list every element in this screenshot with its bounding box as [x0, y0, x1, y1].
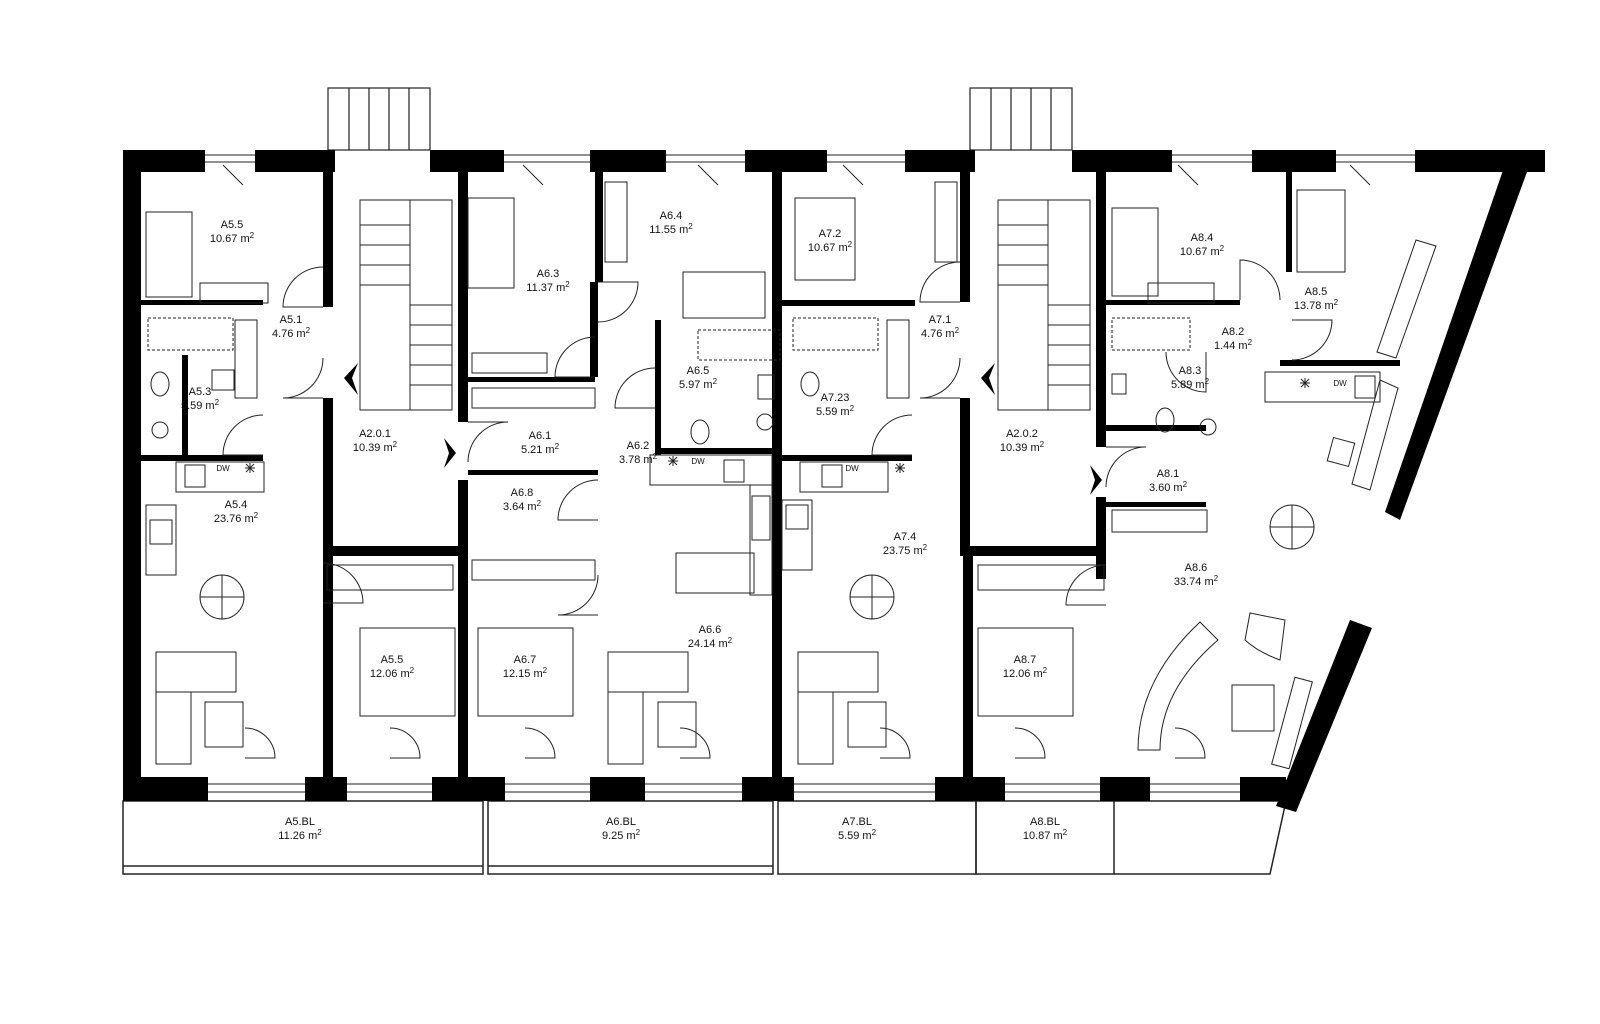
bathrooms [147, 317, 1217, 445]
room-area-label: 33.74 m2 [1174, 574, 1219, 588]
entry-arrows [344, 363, 1102, 495]
room-area-label: 3.64 m2 [503, 499, 542, 513]
room-code-label: A6.BL [606, 816, 636, 828]
room-code-label: A6.1 [529, 430, 552, 442]
room-code-label: A8.2 [1222, 326, 1245, 338]
room-area-label: 12.06 m2 [1003, 666, 1048, 680]
room-code-label: A8.BL [1030, 816, 1060, 828]
windows [205, 154, 1415, 793]
room-code-label: A5.5 [381, 654, 404, 666]
room-area-label: 23.75 m2 [883, 543, 928, 557]
room-area-label: 10.39 m2 [1000, 440, 1045, 454]
room-code-label: A6.4 [660, 210, 683, 222]
room-area-label: 3.78 m2 [619, 452, 658, 466]
room-code-label: A7.1 [929, 314, 952, 326]
dishwasher-label: DW [1333, 379, 1347, 388]
room-code-label: A8.4 [1191, 232, 1214, 244]
entry-arrow-icon [344, 363, 358, 395]
room-area-label: 12.15 m2 [503, 666, 548, 680]
room-code-label: A8.5 [1305, 286, 1328, 298]
room-area-label: 1.44 m2 [1214, 338, 1253, 352]
room-area-label: 5.59 m2 [838, 828, 877, 842]
door-swings [222, 164, 1371, 759]
room-area-label: 11.55 m2 [649, 222, 693, 236]
dishwasher-label: DW [691, 457, 705, 466]
room-code-label: A6.3 [537, 268, 560, 280]
room-code-label: A5.4 [225, 499, 248, 511]
room-area-label: 11.26 m2 [278, 828, 322, 842]
fan-icon [1300, 378, 1310, 388]
room-area-label: 24.14 m2 [688, 636, 733, 650]
room-area-label: 5.97 m2 [679, 377, 718, 391]
wardrobes [199, 181, 1437, 591]
staircase-1 [359, 199, 453, 411]
room-code-label: A6.2 [627, 440, 650, 452]
room-area-label: 23.76 m2 [214, 511, 259, 525]
shower-icon [147, 317, 234, 351]
room-area-label: 5.59 m2 [816, 404, 855, 418]
room-code-label: A5.3 [189, 386, 212, 398]
room-area-label: 9.25 m2 [602, 828, 641, 842]
room-code-label: A8.7 [1014, 654, 1037, 666]
room-code-label: A5.1 [280, 314, 303, 326]
toilet-icon [150, 371, 170, 397]
room-code-label: A6.8 [511, 487, 534, 499]
dishwasher-label: DW [845, 464, 859, 473]
door-swing-icon [282, 266, 324, 308]
room-area-label: 10.67 m2 [210, 231, 255, 245]
sink-icon [211, 369, 235, 391]
room-code-label: A7.23 [821, 392, 850, 404]
room-code-label: A8.6 [1185, 562, 1208, 574]
living-furniture [155, 612, 1313, 770]
fan-icon [668, 456, 678, 466]
dishwasher-label: DW [216, 464, 230, 473]
room-code-label: A8.3 [1179, 365, 1202, 377]
staircase-2 [997, 199, 1091, 411]
room-code-label: A6.7 [514, 654, 537, 666]
bed-icon [145, 211, 193, 298]
room-area-label: 13.78 m2 [1294, 298, 1339, 312]
sofa-icon [155, 651, 237, 693]
room-area-label: 5.21 m2 [521, 442, 560, 456]
room-code-label: A5.5 [221, 219, 244, 231]
appliance-labels: DW DW DW DW [216, 378, 1347, 473]
room-code-label: A8.1 [1157, 468, 1180, 480]
room-code-label: A6.5 [687, 365, 710, 377]
room-code-label: A2.0.1 [359, 428, 391, 440]
room-code-label: A6.6 [699, 624, 722, 636]
room-code-label: A7.2 [819, 228, 842, 240]
fan-icon [245, 463, 255, 473]
room-area-label: 10.87 m2 [1023, 828, 1068, 842]
appliances [149, 375, 1376, 545]
skylights [327, 87, 1073, 151]
room-area-label: 10.67 m2 [808, 240, 853, 254]
room-area-label: 4.76 m2 [272, 326, 311, 340]
room-area-label: 3.60 m2 [1149, 480, 1188, 494]
room-code-label: A7.BL [842, 816, 872, 828]
room-area-label: 10.67 m2 [1180, 244, 1225, 258]
room-area-label: 12.06 m2 [370, 666, 415, 680]
dining-tables [199, 504, 1315, 620]
hob-icon [149, 519, 173, 545]
fan-icon [895, 463, 905, 473]
room-code-label: A2.0.2 [1006, 428, 1038, 440]
room-area-label: 11.37 m2 [526, 280, 570, 294]
walls [123, 150, 1545, 812]
room-area-label: 5.89 m2 [1171, 377, 1210, 391]
room-area-label: 10.39 m2 [353, 440, 398, 454]
room-code-label: A5.BL [285, 816, 315, 828]
room-area-label: 4.76 m2 [921, 326, 960, 340]
beds [145, 189, 1346, 717]
room-code-label: A7.4 [894, 531, 917, 543]
room-area-label: 5.59 m2 [181, 398, 220, 412]
kitchens [145, 371, 1399, 596]
